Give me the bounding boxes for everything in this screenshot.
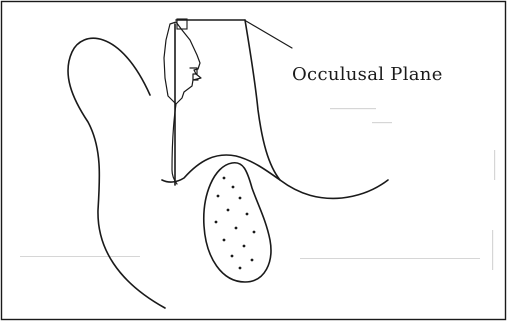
jaw-outline-right bbox=[162, 155, 388, 198]
jaw-outline-left bbox=[68, 38, 165, 308]
incisor-tooth bbox=[164, 22, 201, 104]
label-leader-line bbox=[246, 21, 292, 48]
scan-noise bbox=[20, 108, 495, 270]
posterior-wall bbox=[245, 20, 280, 180]
dotted-oval bbox=[204, 163, 271, 282]
oval-texture-dots bbox=[215, 177, 256, 270]
occlusal-plane-label: Occulusal Plane bbox=[292, 64, 443, 85]
